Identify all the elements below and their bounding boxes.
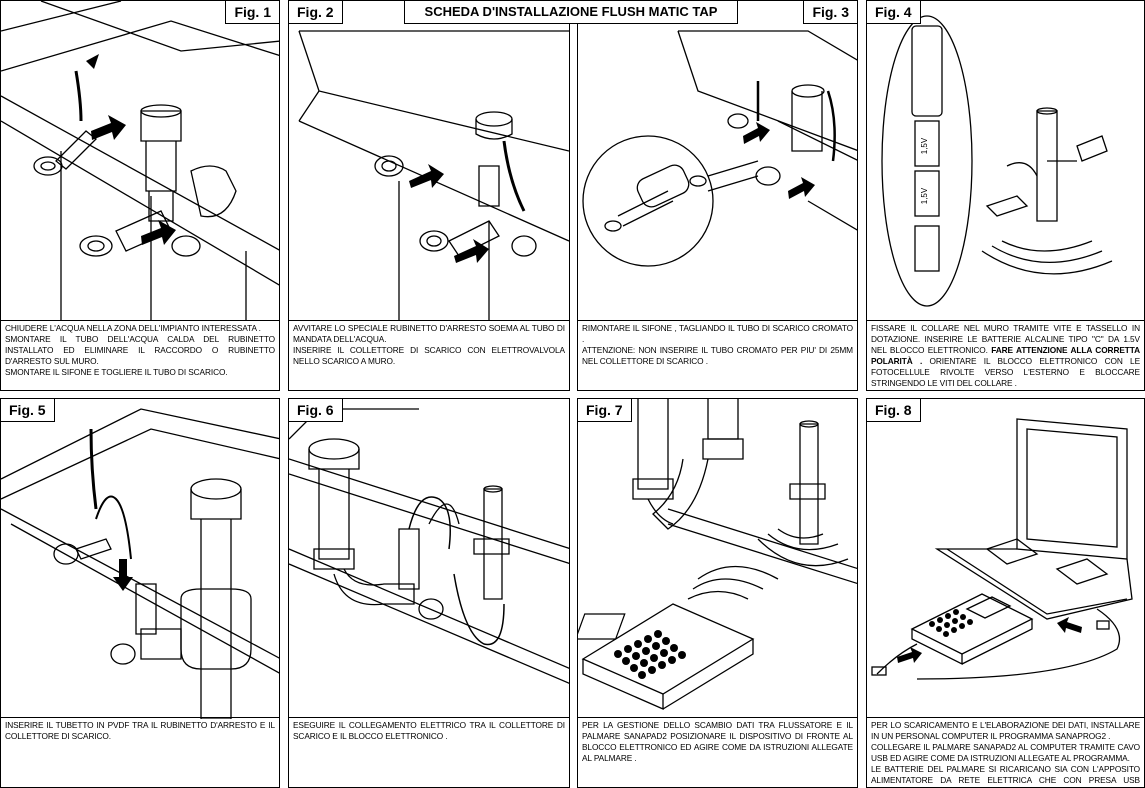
fig2-line: INSERIRE IL COLLETTORE DI SCARICO CON EL… (293, 345, 565, 366)
fig8-line: PER LO SCARICAMENTO E L'ELABORAZIONE DEI… (871, 720, 1140, 741)
fig4-battery-label: 1,5V (920, 137, 929, 154)
fig2-label: Fig. 2 (289, 1, 343, 24)
fig4-caption: FISSARE IL COLLARE NEL MURO TRAMITE VITE… (867, 320, 1144, 390)
fig4-text: FISSARE IL COLLARE NEL MURO TRAMITE VITE… (871, 323, 1140, 355)
fig6-label: Fig. 6 (289, 399, 343, 422)
fig8-line: LE BATTERIE DEL PALMARE SI RICARICANO SI… (871, 764, 1140, 787)
fig3-label: Fig. 3 (803, 1, 857, 24)
fig1-illustration (1, 1, 279, 321)
fig2-line: AVVITARE LO SPECIALE RUBINETTO D'ARRESTO… (293, 323, 565, 344)
panel-fig1: Fig. 1 CHIUDERE L'ACQUA NELLA ZONA DELL'… (0, 0, 280, 391)
panel-fig6: Fig. 6 ESEGUIRE IL COLLEGAMENTO ELETTRIC… (288, 398, 570, 788)
fig6-illustration (289, 408, 569, 684)
fig7-line: PER LA GESTIONE DELLO SCAMBIO DATI TRA F… (582, 720, 853, 763)
fig4-text: ORIENTARE IL BLOCCO ELETTRONICO CON LE F… (871, 356, 1141, 388)
fig6-caption: ESEGUIRE IL COLLEGAMENTO ELETTRICO TRA I… (289, 717, 569, 787)
fig5-line: INSERIRE IL TUBETTO IN PVDF TRA IL RUBIN… (5, 720, 275, 741)
fig3-caption: RIMONTARE IL SIFONE , TAGLIANDO IL TUBO … (578, 320, 857, 390)
fig5-illustration (1, 408, 279, 719)
panel-fig2: Fig. 2 AVVITARE LO SPECIALE RUBINETTO D'… (288, 0, 570, 391)
panel-fig7: Fig. 7 PER LA GESTIONE DELLO SCAMBIO DAT… (577, 398, 858, 788)
page-title: SCHEDA D'INSTALLAZIONE FLUSH MATIC TAP (404, 0, 738, 24)
fig8-illustration (871, 418, 1133, 680)
fig8-label: Fig. 8 (867, 399, 921, 422)
fig5-caption: INSERIRE IL TUBETTO IN PVDF TRA IL RUBIN… (1, 717, 279, 787)
panel-fig5: Fig. 5 INSERIRE IL TUBETTO IN PVDF TRA I… (0, 398, 280, 788)
fig5-label: Fig. 5 (1, 399, 55, 422)
fig4-illustration: 1,5V 1,5V (881, 15, 1113, 307)
fig7-label: Fig. 7 (578, 399, 632, 422)
fig3-line: ATTENZIONE: NON INSERIRE IL TUBO CROMATO… (582, 345, 853, 366)
fig1-label: Fig. 1 (225, 1, 279, 24)
fig4-battery-label: 1,5V (920, 187, 929, 204)
fig1-caption: CHIUDERE L'ACQUA NELLA ZONA DELL'IMPIANT… (1, 320, 279, 390)
fig3-line: RIMONTARE IL SIFONE , TAGLIANDO IL TUBO … (582, 323, 853, 344)
panel-fig4: 1,5V 1,5V Fig. 4 FISSARE IL COLLARE NEL … (866, 0, 1145, 391)
fig4-label: Fig. 4 (867, 1, 921, 24)
panel-fig8: Fig. 8 PER LO SCARICAMENTO E L'ELABORAZI… (866, 398, 1145, 788)
fig1-line: SMONTARE IL TUBO DELL'ACQUA CALDA DEL RU… (5, 334, 275, 366)
fig2-caption: AVVITARE LO SPECIALE RUBINETTO D'ARRESTO… (289, 320, 569, 390)
fig7-caption: PER LA GESTIONE DELLO SCAMBIO DATI TRA F… (578, 717, 857, 787)
fig4-warning: FARE ATTENZIONE ALLA CORRETTA POLARITÀ . (871, 345, 1140, 366)
fig1-line: CHIUDERE L'ACQUA NELLA ZONA DELL'IMPIANT… (5, 323, 261, 333)
fig6-line: ESEGUIRE IL COLLEGAMENTO ELETTRICO TRA I… (293, 720, 565, 741)
fig7-illustration (578, 399, 857, 710)
fig3-illustration (582, 30, 857, 267)
fig1-line: SMONTARE IL SIFONE E TOGLIERE IL TUBO DI… (5, 367, 228, 377)
fig8-caption: PER LO SCARICAMENTO E L'ELABORAZIONE DEI… (867, 717, 1144, 787)
panel-fig3: Fig. 3 RIMONTARE IL SIFONE , TAGLIANDO I… (577, 0, 858, 391)
fig2-illustration (298, 30, 569, 321)
fig8-line: COLLEGARE IL PALMARE SANAPAD2 AL COMPUTE… (871, 742, 1140, 763)
